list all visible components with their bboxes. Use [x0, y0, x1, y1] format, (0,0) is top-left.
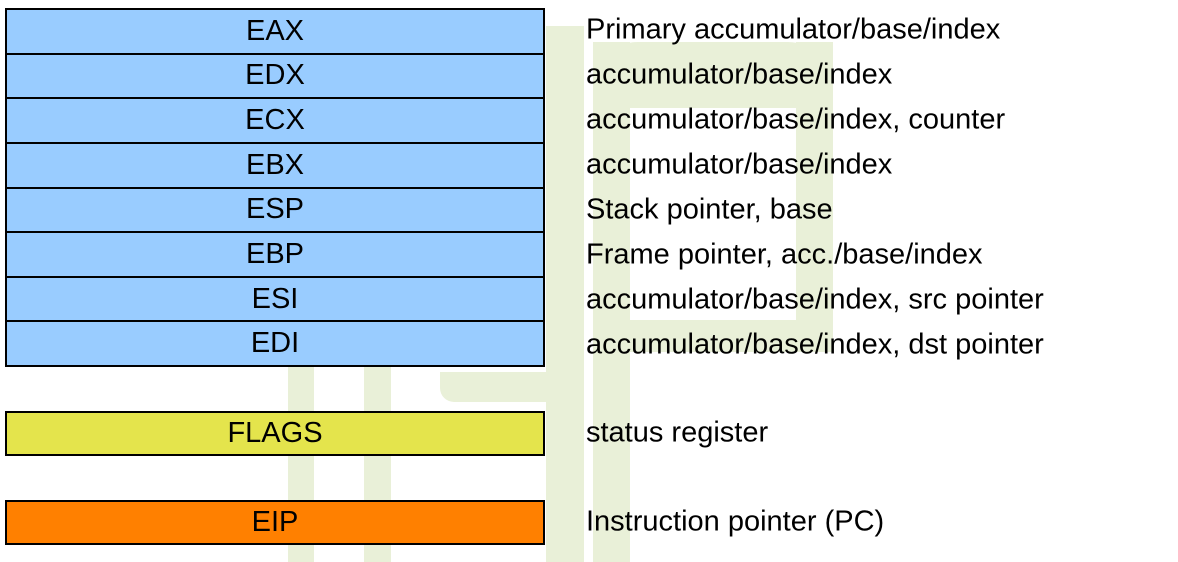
- register-box-ecx: ECX: [7, 97, 543, 142]
- register-description-ebx: accumulator/base/index: [586, 148, 893, 181]
- watermark-logo-shape: [593, 42, 833, 108]
- register-box-eip: EIP: [5, 500, 545, 545]
- register-description-esi: accumulator/base/index, src pointer: [586, 283, 1044, 316]
- register-description-ebp: Frame pointer, acc./base/index: [586, 238, 983, 271]
- watermark-logo-shape: [796, 42, 833, 352]
- register-description-eax: Primary accumulator/base/index: [586, 13, 1001, 46]
- general-register-stack: EAX EDX ECX EBX ESP EBP ESI EDI: [5, 8, 545, 367]
- register-description-edx: accumulator/base/index: [586, 58, 893, 91]
- register-description-esp: Stack pointer, base: [586, 193, 833, 226]
- register-box-edi: EDI: [7, 320, 543, 365]
- register-box-edx: EDX: [7, 52, 543, 98]
- watermark-logo-shape: [593, 42, 630, 562]
- register-description-flags: status register: [586, 416, 769, 449]
- register-box-esi: ESI: [7, 275, 543, 321]
- watermark-logo-shape: [630, 320, 833, 352]
- register-box-eax: EAX: [7, 10, 543, 53]
- register-description-ecx: accumulator/base/index, counter: [586, 103, 1006, 136]
- register-box-ebp: EBP: [7, 231, 543, 276]
- register-box-flags: FLAGS: [5, 411, 545, 456]
- register-box-esp: ESP: [7, 186, 543, 232]
- register-description-edi: accumulator/base/index, dst pointer: [586, 328, 1044, 361]
- register-description-eip: Instruction pointer (PC): [586, 505, 885, 538]
- watermark-logo-shape: [546, 26, 584, 562]
- register-box-ebx: EBX: [7, 141, 543, 187]
- watermark-logo-shape: [440, 372, 584, 402]
